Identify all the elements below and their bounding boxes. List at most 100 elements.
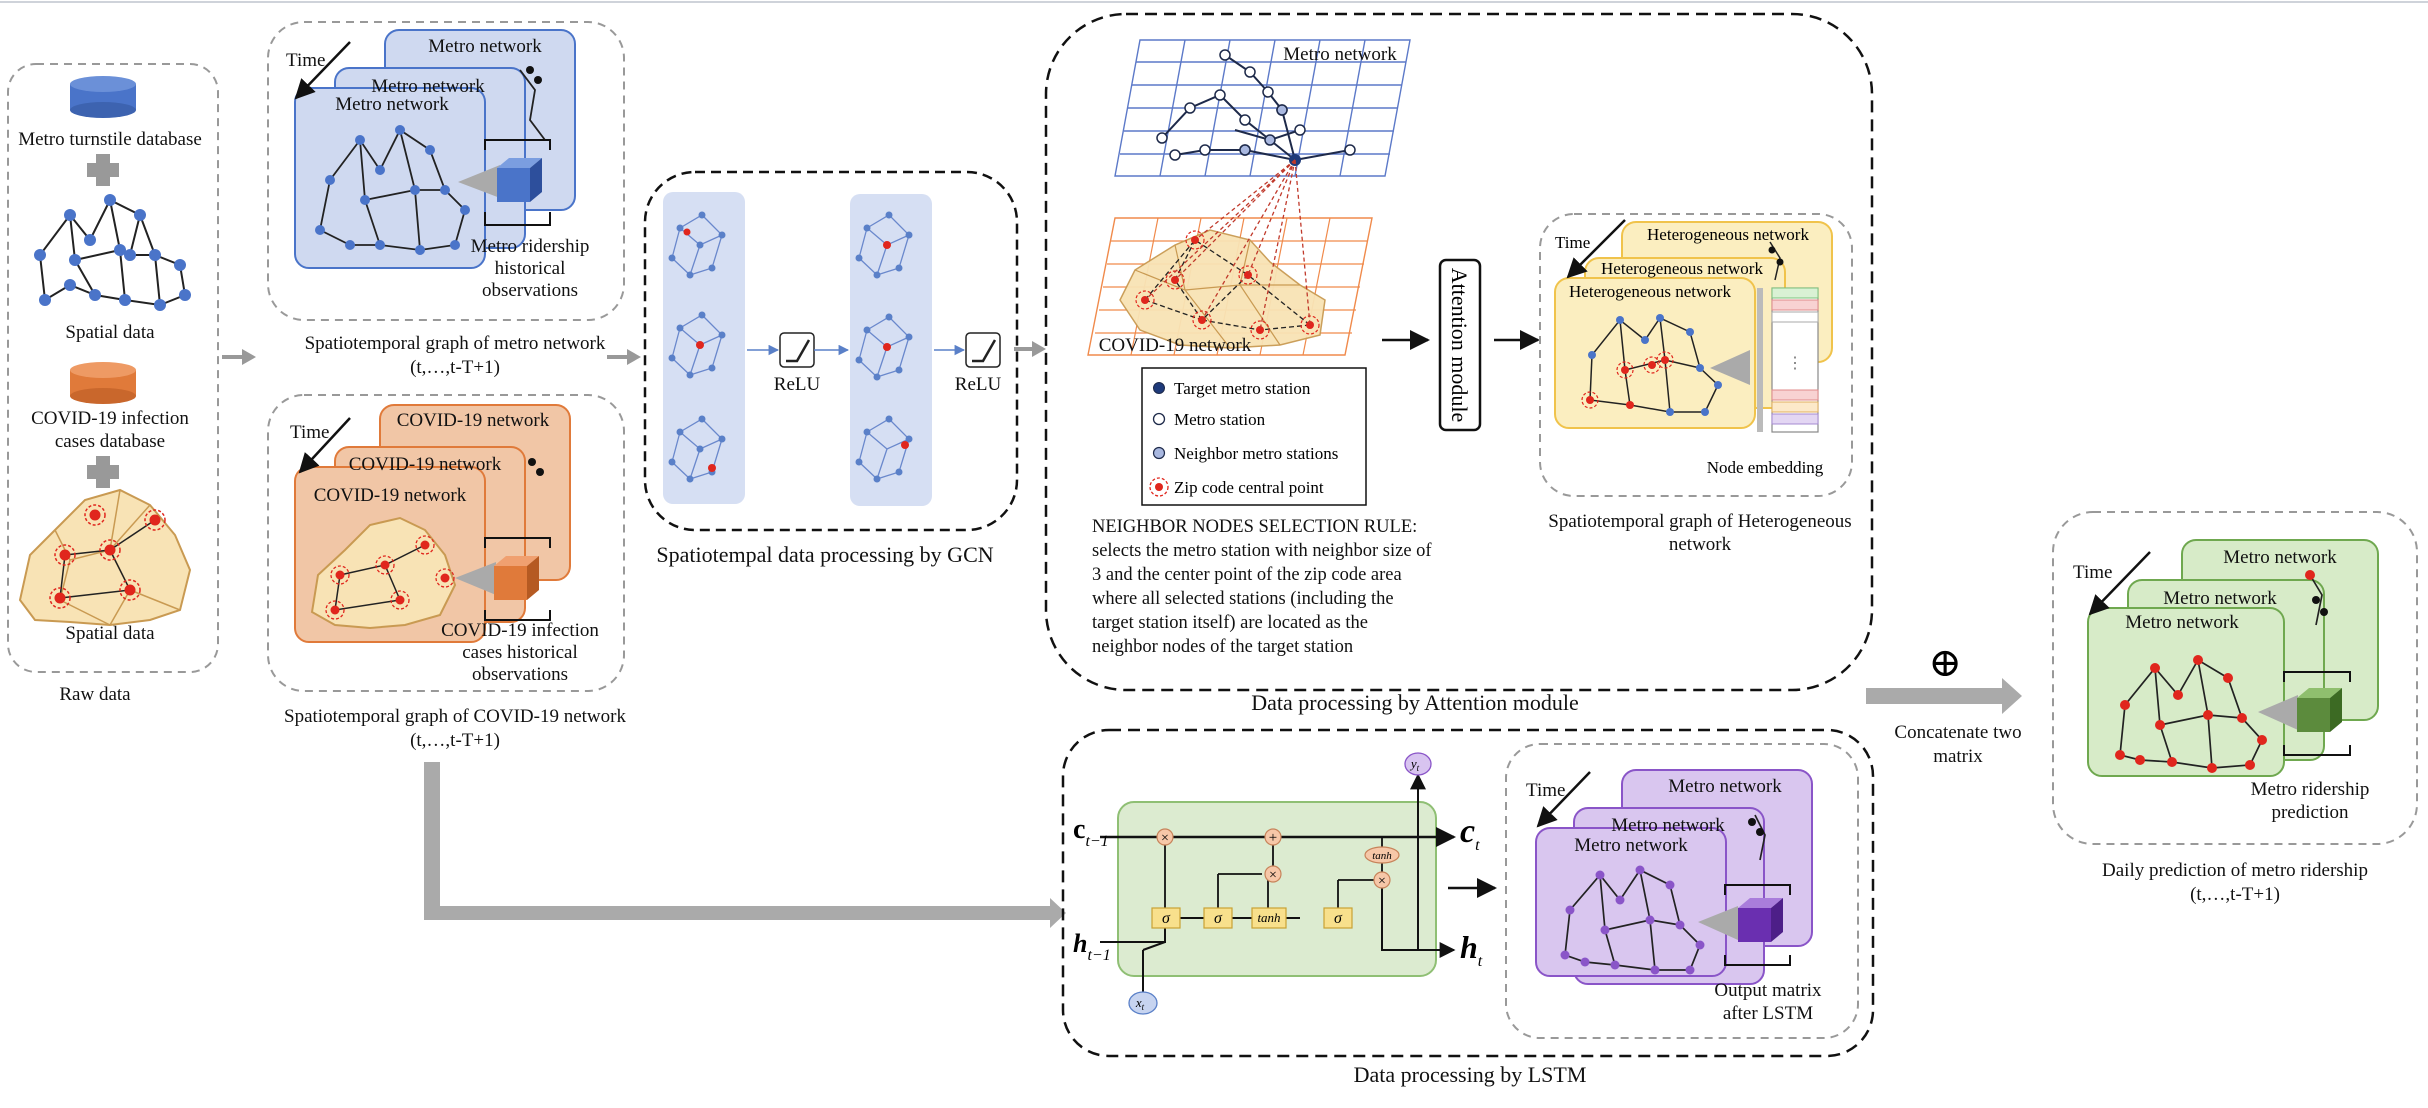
op-plus: +	[1269, 830, 1277, 846]
legend-neighbor-marker	[1152, 446, 1166, 460]
rule-line-1: 3 and the center point of the zip code a…	[1092, 565, 1402, 585]
prediction-caption-1: Daily prediction of metro ridership	[2102, 860, 2368, 881]
svg-text:⋮: ⋮	[1787, 355, 1803, 372]
relu-label-1: ReLU	[774, 374, 821, 395]
covid-graph-panel: COVID-19 network COVID-19 network COVID-…	[267, 394, 625, 692]
gate-tanh: tanh	[1257, 910, 1280, 925]
prediction-border	[2052, 511, 2418, 845]
op-tanh: tanh	[1372, 850, 1392, 862]
gate-sigma-1: σ	[1162, 910, 1171, 927]
h-out-label: ht	[1460, 929, 1483, 970]
raw-spatial1-label: Spatial data	[65, 322, 155, 343]
concat-symbol: ⊕	[1928, 640, 1962, 685]
legend-item-1: Metro station	[1174, 410, 1266, 429]
op-mult-1: ×	[1161, 831, 1169, 846]
pred-layer1-label: Metro network	[2223, 547, 2337, 568]
pred-layer3-label: Metro network	[2125, 612, 2239, 633]
time-arrow-icon	[1566, 219, 1626, 279]
y-output-label: yt	[1409, 756, 1420, 773]
arrow-gcn-to-attention	[1014, 341, 1046, 357]
raw-data-border	[7, 63, 219, 673]
lstm-gates: σ σ tanh σ	[1151, 907, 1353, 929]
legend-zip-marker	[1155, 483, 1163, 491]
covid-graph-border	[267, 394, 625, 692]
lstm-out-1: Output matrix	[1714, 980, 1822, 1001]
raw-data-panel: Metro turnstile database Spatial data CO…	[7, 63, 219, 673]
op-mult-3: ×	[1378, 874, 1386, 889]
hetero-caption-1: Spatiotemporal graph of Heterogeneous	[1548, 511, 1851, 532]
time-arrow-icon	[298, 417, 351, 474]
hetero-layer1-label: Heterogeneous network	[1647, 225, 1809, 244]
covid-layer1-label: COVID-19 network	[397, 410, 550, 431]
rule-line-4: neighbor nodes of the target station	[1092, 637, 1353, 657]
lstm-out-2: after LSTM	[1723, 1003, 1813, 1024]
arrow-graph-to-gcn	[607, 349, 641, 365]
c-out-label: ct	[1460, 813, 1480, 854]
lstm-layer3-label: Metro network	[1574, 835, 1688, 856]
lstm-layer1-label: Metro network	[1668, 776, 1782, 797]
covid-layer3-label: COVID-19 network	[314, 485, 467, 506]
x-input-label: xt	[1135, 995, 1145, 1012]
covid-cube-icon	[494, 556, 539, 600]
plus-icon	[87, 456, 119, 488]
node-embedding-label: Node embedding	[1707, 458, 1824, 477]
prediction-cube-icon	[2297, 688, 2342, 732]
covid-layer2-label: COVID-19 network	[349, 454, 502, 475]
covid-time-label: Time	[290, 422, 329, 443]
plus-icon	[87, 154, 119, 186]
zip-rings	[49, 504, 166, 609]
rule-line-3: target station itself) are located as th…	[1092, 613, 1368, 633]
time-arrow-icon	[294, 41, 351, 100]
hetero-layer2-label: Heterogeneous network	[1601, 259, 1763, 278]
lstm-layer2-label: Metro network	[1611, 815, 1725, 836]
database-icon	[70, 362, 136, 404]
lstm-caption: Data processing by LSTM	[1354, 1062, 1587, 1087]
concat-label-1: Concatenate two	[1894, 722, 2021, 743]
covid-obs-2: cases historical	[462, 642, 578, 663]
covid-graph-caption-2: (t,…,t-T+1)	[410, 730, 500, 751]
relu-icon	[965, 332, 1001, 368]
legend-item-0: Target metro station	[1174, 379, 1311, 398]
y-output-node	[1404, 752, 1432, 776]
concat-block: ⊕ Concatenate two matrix	[1866, 640, 2022, 767]
lstm-output-border	[1505, 743, 1859, 1039]
pred-time-label: Time	[2073, 562, 2112, 583]
metro-layer1-label: Metro network	[428, 36, 542, 57]
metro-layer3-label: Metro network	[335, 94, 449, 115]
metro-graph-border	[267, 21, 625, 321]
time-arrow-icon	[2088, 551, 2151, 616]
rule-line-2: where all selected stations (including t…	[1092, 589, 1394, 609]
gcn-layer-input	[663, 192, 745, 504]
raw-db2-label-2: cases database	[55, 431, 165, 452]
lstm-border	[1061, 728, 1875, 1058]
database-icon	[70, 76, 136, 118]
prediction-caption-2: (t,…,t-T+1)	[2190, 884, 2280, 905]
lstm-output-cube-icon	[1738, 898, 1783, 942]
lstm-cell	[1117, 801, 1437, 977]
pred-label-2: prediction	[2271, 802, 2349, 823]
covid-graph-caption-1: Spatiotemporal graph of COVID-19 network	[284, 706, 626, 727]
gcn-panel: ReLU ReLU	[643, 170, 1019, 532]
metro-obs-3: observations	[482, 280, 578, 301]
prediction-panel: Metro network Metro network Metro networ…	[2052, 511, 2418, 845]
lstm-pointwise-ops: × + × tanh ×	[1156, 828, 1400, 889]
raw-data-caption: Raw data	[59, 684, 131, 705]
metro-layer2-label: Metro network	[371, 76, 485, 97]
metro-graph-caption-2: (t,…,t-T+1)	[410, 357, 500, 378]
x-input-node	[1128, 991, 1158, 1015]
gcn-caption: Spatiotempal data processing by GCN	[656, 542, 993, 567]
concat-label-2: matrix	[1933, 746, 1983, 767]
attention-module-label: Attention module	[1447, 268, 1472, 423]
time-arrow-icon	[1536, 771, 1591, 828]
hetero-graph: Heterogeneous network Heterogeneous netw…	[1539, 213, 1853, 497]
arrow-raw-to-graphs	[222, 349, 256, 365]
hetero-time-label: Time	[1555, 233, 1590, 252]
covid-obs-3: observations	[472, 664, 568, 685]
legend: Target metro station Metro station Neigh…	[1141, 367, 1367, 506]
arrow-to-lstm	[424, 762, 1066, 928]
legend-item-2: Neighbor metro stations	[1174, 444, 1338, 463]
attention-module-box	[1438, 258, 1482, 432]
attention-caption: Data processing by Attention module	[1251, 690, 1579, 715]
rule-line-0: selects the metro station with neighbor …	[1092, 541, 1432, 561]
